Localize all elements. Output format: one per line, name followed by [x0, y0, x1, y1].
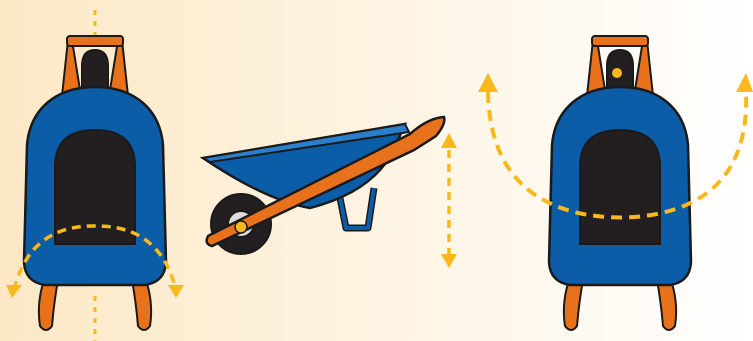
handle-crossbar: [67, 36, 123, 46]
tray-opening-icon: [580, 130, 660, 244]
pivot-dot-icon: [612, 68, 622, 78]
axle-bolt-icon: [235, 221, 247, 233]
handle-crossbar: [592, 36, 648, 46]
